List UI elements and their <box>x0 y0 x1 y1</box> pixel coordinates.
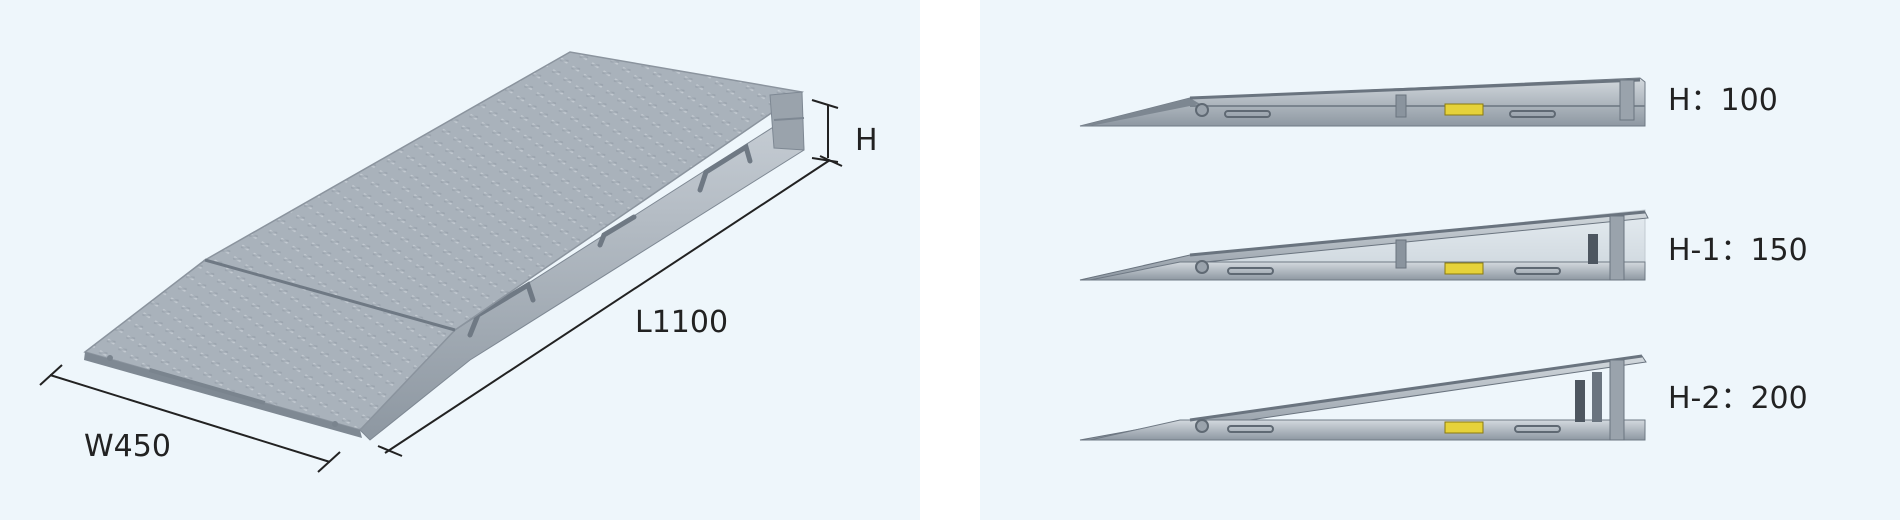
ramp-rear-edge <box>769 91 805 151</box>
ramp-side-handles <box>467 143 753 338</box>
width-dimension-label: W450 <box>84 429 171 464</box>
height-variants-panel: H：100 H-1：150 H-2：200 <box>980 0 1900 520</box>
ramp-isometric-panel: W450 L1100 H <box>0 0 920 520</box>
side-view-h200 <box>1079 354 1647 441</box>
height-dimension-label: H <box>855 123 878 158</box>
variant-label-h200: H-2：200 <box>1668 381 1808 416</box>
ramp-isometric-drawing <box>39 51 843 473</box>
length-dimension-label: L1100 <box>635 305 729 340</box>
dimension-lines <box>39 99 843 473</box>
variant-label-h100: H：100 <box>1668 83 1778 118</box>
variant-label-h150: H-1：150 <box>1668 233 1808 268</box>
side-view-h100 <box>1079 77 1646 127</box>
height-variants-drawing <box>1079 77 1649 441</box>
ramp-front-lip <box>84 352 362 438</box>
side-view-h150 <box>1079 209 1649 281</box>
hinge-line <box>204 258 456 332</box>
ramp-lip-slots <box>107 355 338 427</box>
